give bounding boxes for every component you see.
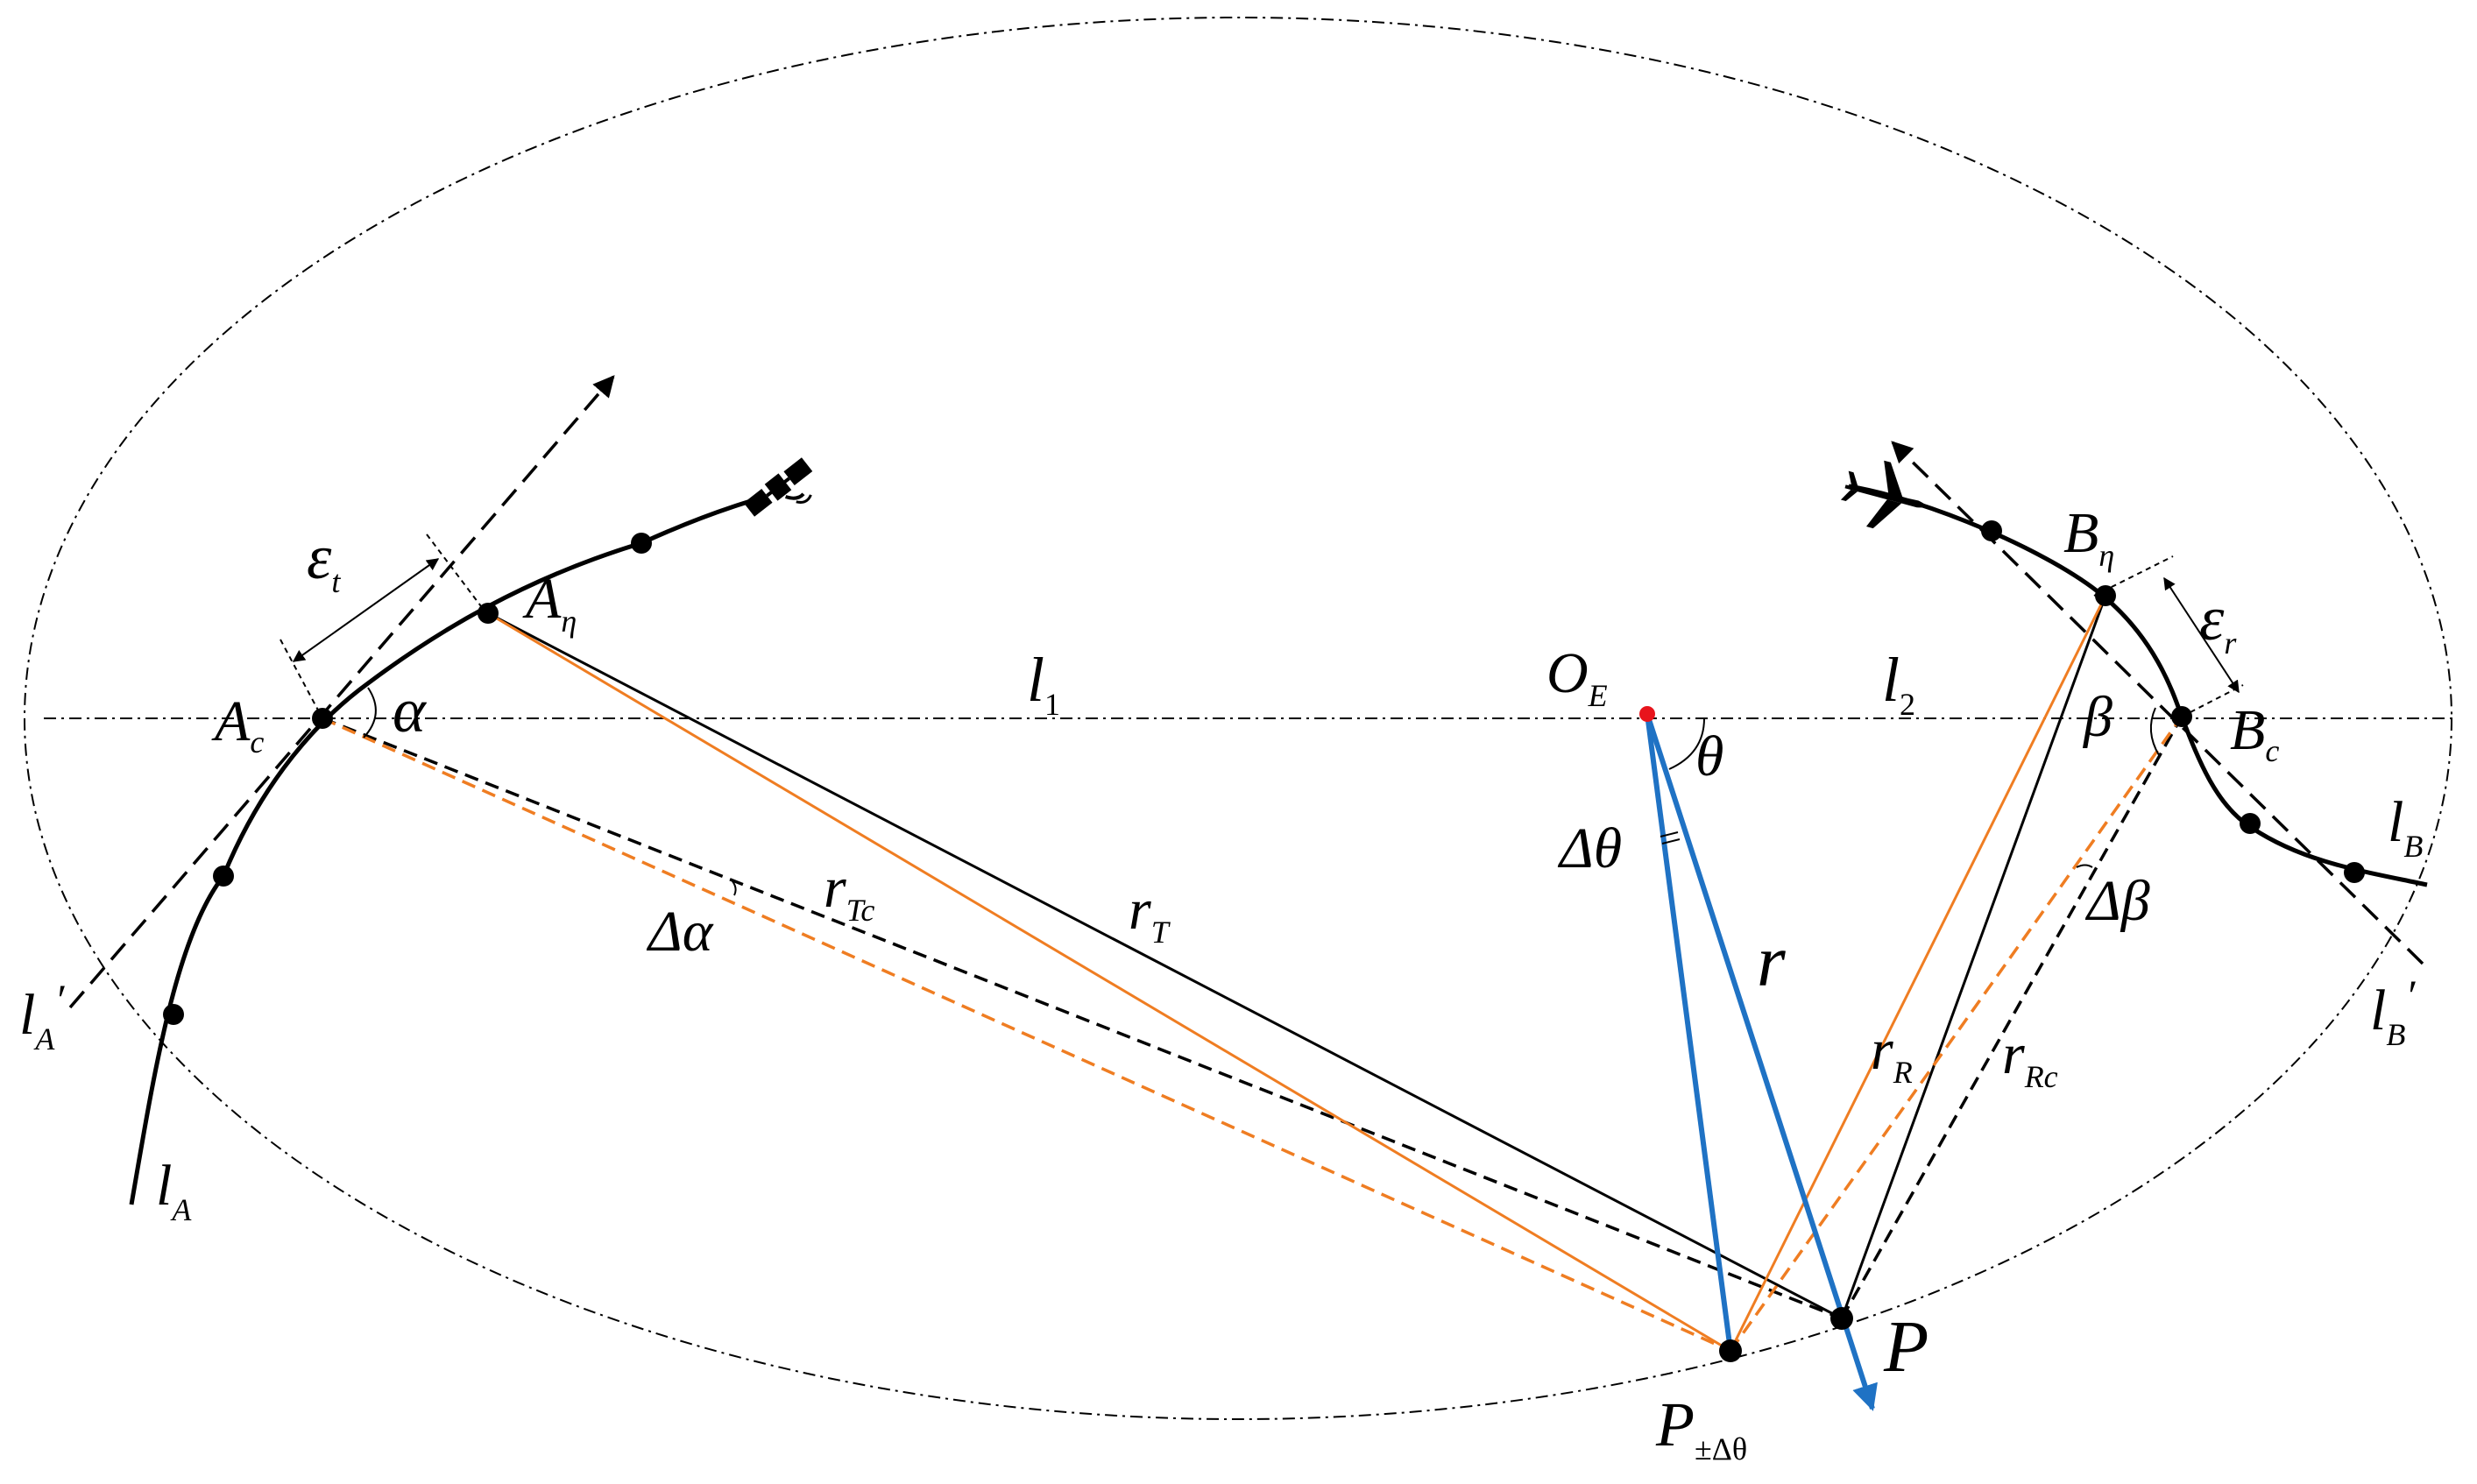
point-lA-2 <box>213 866 234 887</box>
label-lA: lA <box>156 1154 192 1227</box>
epsilon-t-extension-2 <box>426 534 487 614</box>
satellite-icon <box>743 457 813 517</box>
line-orange-dash-B <box>1729 715 2183 1353</box>
line-orange-dash-A <box>322 717 1731 1353</box>
label-epsilon-t: εt <box>307 522 341 599</box>
label-rRc: rRc <box>2002 1022 2058 1094</box>
tangent-lB-prime <box>1891 441 2424 965</box>
point-lB-2 <box>2240 813 2261 834</box>
line-rRc <box>1840 716 2183 1319</box>
label-rTc: rTc <box>824 856 874 928</box>
point-Ac <box>312 708 333 729</box>
label-epsilon-r: εr <box>2199 583 2237 661</box>
label-P-delta: P±Δθ <box>1655 1389 1747 1466</box>
point-P-delta <box>1719 1339 1742 1362</box>
point-lA-3 <box>631 533 652 554</box>
label-Aeta: Aη <box>522 567 577 639</box>
point-lA-1 <box>163 1004 184 1025</box>
line-orange-A <box>487 611 1731 1353</box>
epsilon-r-arrow <box>2163 576 2240 694</box>
line-rT <box>487 611 1843 1320</box>
point-lB-3 <box>2344 862 2365 883</box>
label-lB: lB <box>2388 790 2423 864</box>
label-beta: β <box>2082 685 2113 749</box>
theta-arc <box>1668 717 1705 770</box>
label-Bc: Bc <box>2230 698 2279 768</box>
label-Ac: Ac <box>211 689 264 760</box>
airplane-icon <box>1840 460 1927 529</box>
label-lA-prime: lA′ <box>19 975 65 1056</box>
label-delta-theta: Δθ <box>1557 816 1622 880</box>
label-Beta: Bη <box>2063 501 2114 573</box>
point-Bc <box>2171 706 2192 727</box>
blue-vector-p-delta <box>1645 713 1733 1352</box>
label-rT: rT <box>1129 878 1171 950</box>
center-OE-dot <box>1639 706 1655 722</box>
delta-theta-mark <box>1660 831 1681 844</box>
line-rTc <box>322 717 1843 1320</box>
point-lB-1 <box>1981 520 2002 541</box>
label-r: r <box>1757 921 1786 1002</box>
label-delta-beta: Δβ <box>2084 869 2150 933</box>
label-l2: l2 <box>1882 645 1915 722</box>
line-rR <box>1840 595 2107 1319</box>
line-orange-B <box>1729 595 2107 1352</box>
delta-beta-mark <box>2076 864 2093 868</box>
label-delta-alpha: Δα <box>646 900 714 964</box>
label-l1: l1 <box>1027 645 1060 722</box>
label-P: P <box>1883 1306 1929 1388</box>
label-lB-prime: lB′ <box>2370 971 2416 1052</box>
point-Beta <box>2095 585 2116 606</box>
point-Aeta <box>478 603 499 624</box>
delta-alpha-mark <box>732 880 737 896</box>
point-P <box>1830 1307 1853 1330</box>
label-theta: θ <box>1695 724 1723 788</box>
alpha-arc <box>363 687 377 738</box>
epsilon-t-arrow <box>292 558 440 662</box>
beta-arc <box>2149 707 2160 756</box>
epsilon-r-extension-2 <box>2181 684 2244 717</box>
blue-vector-r <box>1645 713 1878 1411</box>
trajectory-lA <box>129 496 764 1205</box>
tangent-lA-prime <box>68 375 615 1009</box>
epsilon-t-extension-1 <box>280 639 323 719</box>
label-rR: rR <box>1871 1018 1913 1090</box>
label-alpha: α <box>393 675 427 746</box>
label-OE: OE <box>1546 641 1608 713</box>
